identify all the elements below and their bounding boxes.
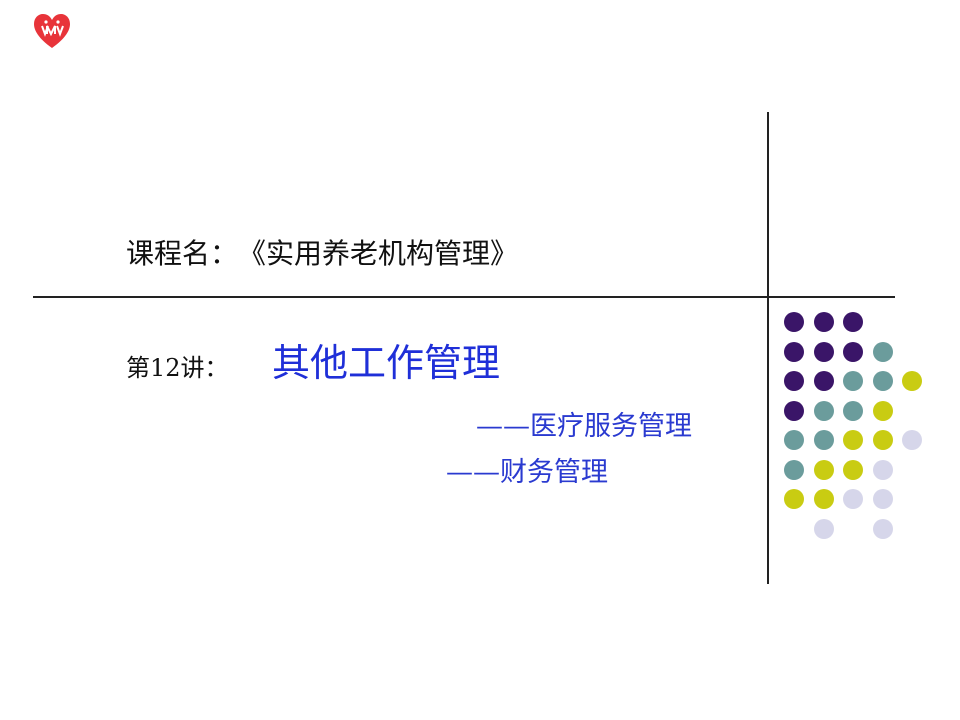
dot-purple	[813, 371, 834, 391]
subtopic-finance: ——财务管理	[446, 457, 608, 488]
dot-purple	[813, 341, 834, 362]
dot-teal	[843, 371, 863, 391]
dot-teal	[843, 400, 863, 421]
dot-yellow	[843, 430, 863, 450]
decorative-dot-grid	[784, 312, 922, 552]
vertical-divider	[767, 112, 769, 584]
heart-logo-icon	[32, 12, 72, 52]
dot-teal	[872, 341, 893, 362]
dot-lavender	[902, 430, 922, 450]
dot-purple	[784, 371, 804, 391]
dot-lavender	[813, 518, 834, 539]
dot-yellow	[872, 400, 893, 421]
dot-yellow	[813, 459, 834, 480]
horizontal-divider	[33, 296, 895, 298]
dot-purple	[784, 400, 804, 421]
lecture-line: 第12讲： 其他工作管理	[126, 332, 500, 387]
subtopic-medical: ——医疗服务管理	[476, 411, 692, 442]
dot-lavender	[872, 489, 893, 509]
course-title: 《实用养老机构管理》	[252, 237, 519, 270]
dot-teal	[813, 400, 834, 421]
dot-yellow	[784, 489, 804, 509]
dot-purple	[843, 341, 863, 362]
lecture-title: 其他工作管理	[272, 341, 501, 385]
dot-purple	[784, 312, 804, 332]
dot-teal	[784, 430, 804, 450]
dot-lavender	[872, 459, 893, 480]
course-name-line: 课程名： 《实用养老机构管理》	[126, 232, 518, 272]
dot-yellow	[843, 459, 863, 480]
dot-teal	[813, 430, 834, 450]
lecture-label: 第12讲：	[126, 354, 229, 382]
dot-lavender	[872, 518, 893, 539]
dot-purple	[813, 312, 834, 332]
dot-yellow	[813, 489, 834, 509]
dot-teal	[872, 371, 893, 391]
course-label: 课程名：	[126, 237, 239, 270]
dot-yellow	[902, 371, 922, 391]
dot-yellow	[872, 430, 893, 450]
dot-lavender	[843, 489, 863, 509]
dot-purple	[843, 312, 863, 332]
dot-teal	[784, 459, 804, 480]
dot-purple	[784, 341, 804, 362]
